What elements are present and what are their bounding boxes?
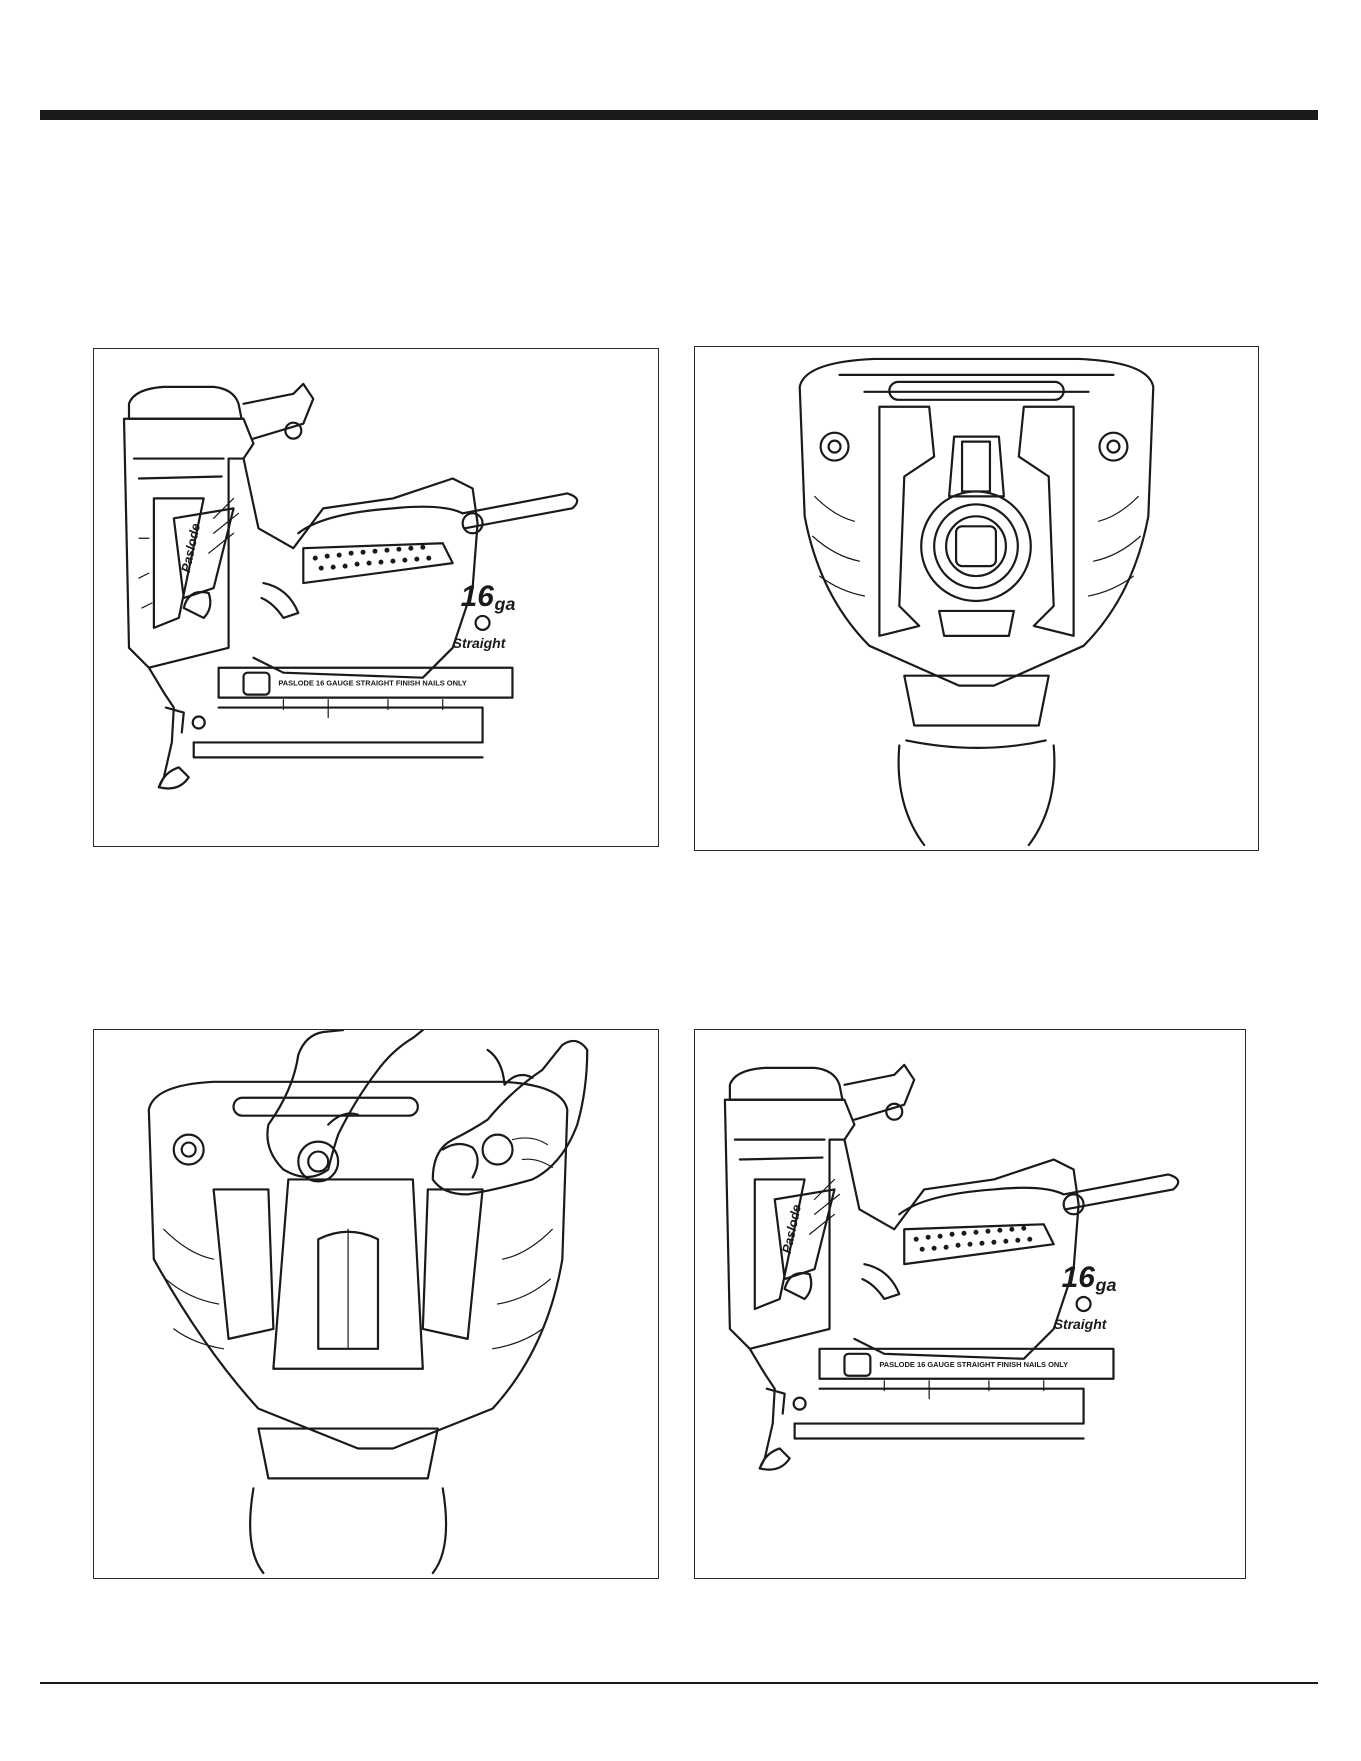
bottom-rule: [40, 1682, 1318, 1684]
gauge-unit-2: ga: [1095, 1275, 1117, 1295]
nailer-side-drawing-2: 16 ga Straight Paslode PASLODE 16 GAUGE …: [695, 1030, 1245, 1578]
fingers-on-nose-drawing: [94, 1030, 658, 1578]
gauge-number: 16: [461, 580, 495, 613]
illustration-side-view: 16 ga Straight Paslode PASLODE 16 GAUGE …: [93, 348, 659, 847]
nailer-front-drawing: [695, 347, 1258, 850]
nail-type-label: Straight: [453, 635, 507, 651]
top-rule: [40, 110, 1318, 120]
nail-type-label-2: Straight: [1054, 1316, 1108, 1332]
magazine-label-2: PASLODE 16 GAUGE STRAIGHT FINISH NAILS O…: [879, 1360, 1068, 1369]
illustration-side-view-2: 16 ga Straight Paslode PASLODE 16 GAUGE …: [694, 1029, 1246, 1579]
illustration-front-view: [694, 346, 1259, 851]
brand-label-2: Paslode: [779, 1203, 804, 1255]
gauge-number-2: 16: [1062, 1261, 1096, 1294]
brand-label: Paslode: [178, 522, 203, 574]
nailer-side-drawing: 16 ga Straight Paslode PASLODE 16 GAUGE …: [94, 349, 658, 846]
magazine-label: PASLODE 16 GAUGE STRAIGHT FINISH NAILS O…: [278, 679, 466, 688]
gauge-unit: ga: [494, 594, 516, 614]
illustration-fingers-view: [93, 1029, 659, 1579]
